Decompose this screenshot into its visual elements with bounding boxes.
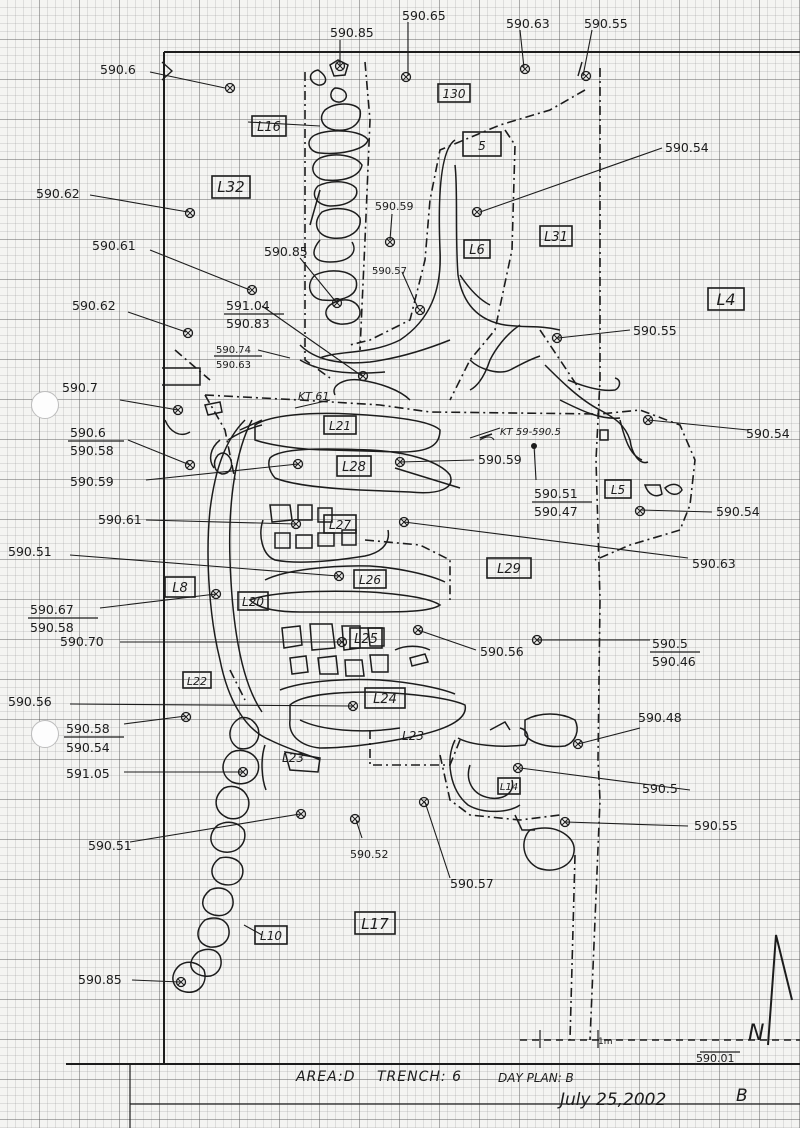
locus-l24: L24 [373, 692, 397, 707]
locus-l21: L21 [329, 419, 351, 433]
elev-label: 590.54 [665, 140, 709, 155]
kt59-point [531, 443, 537, 449]
elev-label: 590.6 [100, 62, 136, 77]
locus-l32: L32 [217, 178, 244, 196]
elev-label: 590.59 [375, 200, 414, 213]
area-label: AREA:D [296, 1069, 356, 1085]
elev-label: 590.58 [70, 443, 114, 458]
elev-label: 590.56 [480, 644, 524, 659]
elev-label: 590.7 [62, 380, 98, 395]
elev-label: 590.54 [66, 740, 110, 755]
elev-label: 590.01 [696, 1052, 735, 1065]
day-plan-label: DAY PLAN: B [498, 1071, 574, 1085]
locus-boxes [164, 83, 745, 945]
elev-label: 590.54 [716, 504, 760, 519]
elev-label: 590.55 [584, 16, 628, 31]
elev-label: 590.61 [92, 238, 136, 253]
elev-label: 590.48 [638, 710, 682, 725]
elev-label: 590.70 [60, 634, 104, 649]
elev-label: 590.54 [746, 426, 790, 441]
punch-hole-top [31, 391, 59, 419]
elev-label: 590.46 [652, 654, 696, 669]
leader-lines [69, 22, 749, 983]
elev-label: 590.51 [8, 544, 52, 559]
locus-l29: L29 [497, 562, 521, 577]
elev-label: 591.05 [66, 766, 110, 781]
elev-label: 590.59 [478, 452, 522, 467]
elev-label: 590.51 [88, 838, 132, 853]
locus-labels: L16 L32 L6 L31 L4 L21 L28 L5 L27 L26 L29… [172, 87, 735, 943]
arrowheads [161, 61, 583, 81]
elev-label: 590.55 [633, 323, 677, 338]
elev-label: 590.59 [70, 474, 114, 489]
locus-l31: L31 [544, 230, 568, 245]
sheet-letter: B [736, 1086, 748, 1106]
elev-label: 590.5 [642, 781, 678, 796]
elev-label: 590.62 [36, 186, 80, 201]
elev-label: 590.61 [98, 512, 142, 527]
elev-label: 590.51 [534, 486, 578, 501]
elev-label: 590.58 [30, 620, 74, 635]
elev-label: 590.5 [652, 636, 688, 651]
elev-label: 590.63 [692, 556, 736, 571]
date-label: July 25,2002 [560, 1090, 667, 1110]
scale-ticks [539, 1030, 740, 1053]
kt61-label: KT 61 [298, 390, 329, 403]
elev-label: 590.85 [264, 244, 308, 259]
elev-label: 590.56 [8, 694, 52, 709]
stone-features [162, 59, 683, 993]
elev-label: 590.74 [216, 345, 251, 356]
elev-label: 590.83 [226, 316, 270, 331]
locus-l23-a: L23 [402, 729, 424, 743]
locus-l25: L25 [354, 632, 378, 647]
elev-label: 590.63 [506, 16, 550, 31]
locus-l14: L14 [500, 782, 518, 793]
elev-label: 590.85 [330, 25, 374, 40]
punch-hole-bottom [31, 720, 59, 748]
locus-l16: L16 [257, 120, 281, 135]
elev-label: 590.47 [534, 504, 578, 519]
fraction-bars [28, 313, 700, 738]
elev-label: 590.55 [694, 818, 738, 833]
trench-frame [66, 51, 800, 1128]
locus-l5: L5 [611, 483, 625, 497]
elev-label: 590.52 [350, 848, 389, 861]
locus-l4: L4 [716, 290, 735, 309]
scale-label: 1m [598, 1037, 613, 1047]
locus-l23-b: L23 [282, 751, 304, 765]
locus-l17: L17 [361, 915, 389, 933]
locus-l26: L26 [359, 573, 381, 587]
locus-l6: L6 [469, 243, 485, 258]
locus-l28: L28 [342, 460, 366, 475]
locus-130: 130 [443, 87, 466, 101]
elev-label: 590.57 [372, 266, 407, 277]
locus-l8: L8 [172, 581, 188, 596]
elev-label: 590.67 [30, 602, 74, 617]
elev-label: 590.58 [66, 721, 110, 736]
kt59-label: KT 59-590.5 [500, 427, 561, 438]
elev-label: 590.62 [72, 298, 116, 313]
elev-label: 590.63 [216, 360, 251, 371]
elev-label: 590.65 [402, 8, 446, 23]
north-letter: N [748, 1021, 764, 1046]
elev-label: 590.6 [70, 425, 106, 440]
trench-label: TRENCH: 6 [377, 1069, 462, 1085]
excavation-boundaries [174, 61, 800, 1041]
locus-l22: L22 [187, 675, 207, 688]
elevation-labels: 590.6 590.85 590.65 590.63 590.55 590.54… [8, 8, 790, 1065]
locus-l27: L27 [329, 518, 351, 532]
locus-l20: L20 [242, 595, 264, 609]
elev-label: 590.57 [450, 876, 494, 891]
locus-5: 5 [478, 139, 486, 153]
locus-l10: L10 [260, 929, 282, 943]
north-arrow [767, 934, 793, 1046]
elev-label: 590.85 [78, 972, 122, 987]
elev-label: 591.04 [226, 298, 270, 313]
